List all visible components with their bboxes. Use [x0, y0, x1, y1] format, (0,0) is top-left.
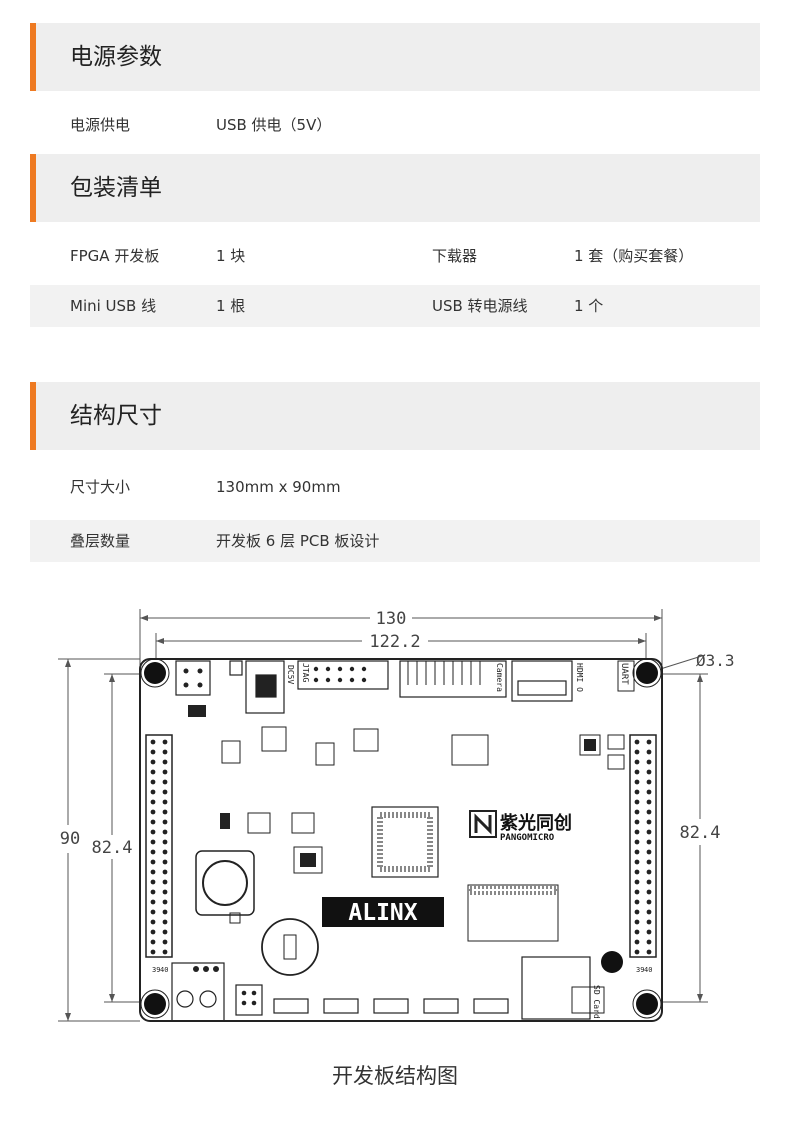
accent-bar [30, 154, 36, 222]
section-header-packing: 包装清单 [30, 154, 760, 222]
buzzer [261, 918, 319, 976]
row-label: Mini USB 线 [70, 297, 157, 315]
power-switch [171, 962, 225, 1022]
section-header-structure: 结构尺寸 [30, 382, 760, 450]
dim-hole-diameter: Ø3.3 [696, 651, 735, 670]
row-value: 1 个 [574, 297, 604, 315]
row-value: 1 套（购买套餐） [574, 247, 694, 265]
dim-height-outer: 90 [60, 829, 80, 849]
alinx-logo [322, 897, 444, 927]
row-label: 叠层数量 [70, 532, 131, 550]
left-header [145, 734, 173, 958]
accent-bar [30, 382, 36, 450]
row-value: 130mm x 90mm [216, 478, 341, 496]
pangomicro-logo-cn: 紫光同创 [500, 812, 572, 834]
connector-label-hdmi: HDMI O [575, 663, 584, 692]
row-label: FPGA 开发板 [70, 247, 160, 265]
connector-label-camera: Camera [495, 663, 504, 692]
row-value: 开发板 6 层 PCB 板设计 [216, 532, 380, 550]
pin-number: 40 [160, 966, 168, 974]
section-title: 电源参数 [70, 44, 162, 70]
row-label: 电源供电 [70, 116, 131, 134]
connector-label-uart: UART [619, 663, 629, 685]
row-label: 下载器 [432, 247, 478, 265]
board-outline [139, 658, 663, 1022]
row-value: 1 块 [216, 247, 246, 265]
row-value: 1 根 [216, 297, 246, 315]
pin-number: 40 [644, 966, 652, 974]
pangomicro-logo-en: PANGOMICRO [500, 833, 555, 843]
figure-caption: 开发板结构图 [332, 1064, 458, 1088]
table-row: 叠层数量 开发板 6 层 PCB 板设计 [30, 520, 760, 562]
connector-label-sdcard: SD Card [592, 985, 601, 1019]
row-label: 尺寸大小 [70, 478, 131, 496]
board-structure-diagram: 130 122.2 90 82.4 82.4 Ø3.3 [58, 609, 735, 1022]
pin-number: 39 [152, 966, 160, 974]
table-row: FPGA 开发板 1 块 下载器 1 套（购买套餐） [30, 235, 760, 277]
dim-height-inner-left: 82.4 [92, 838, 133, 858]
section-title: 包装清单 [70, 175, 162, 201]
section-title: 结构尺寸 [70, 403, 162, 429]
dim-width-outer: 130 [376, 609, 407, 629]
dim-width-inner: 122.2 [369, 632, 420, 652]
row-value: USB 供电（5V） [216, 116, 332, 134]
row-label: USB 转电源线 [432, 297, 528, 315]
dim-height-inner-right: 82.4 [680, 823, 721, 843]
table-row: 电源供电 USB 供电（5V） [30, 104, 760, 146]
connector-label-dc5v: DC5V [286, 665, 295, 684]
pin-number: 39 [636, 966, 644, 974]
connector-label-jtag: JTAG [301, 663, 310, 682]
sd-card-slot [521, 956, 591, 1020]
alinx-logo-text: ALINX [348, 900, 417, 926]
mounting-holes [144, 662, 658, 1015]
table-row: Mini USB 线 1 根 USB 转电源线 1 个 [30, 285, 760, 327]
section-header-power: 电源参数 [30, 23, 760, 91]
accent-bar [30, 23, 36, 91]
table-row: 尺寸大小 130mm x 90mm [30, 466, 760, 508]
fpga-chip [371, 806, 439, 878]
right-header [629, 734, 657, 958]
battery-holder [195, 850, 255, 916]
pangomicro-logo [469, 810, 497, 838]
